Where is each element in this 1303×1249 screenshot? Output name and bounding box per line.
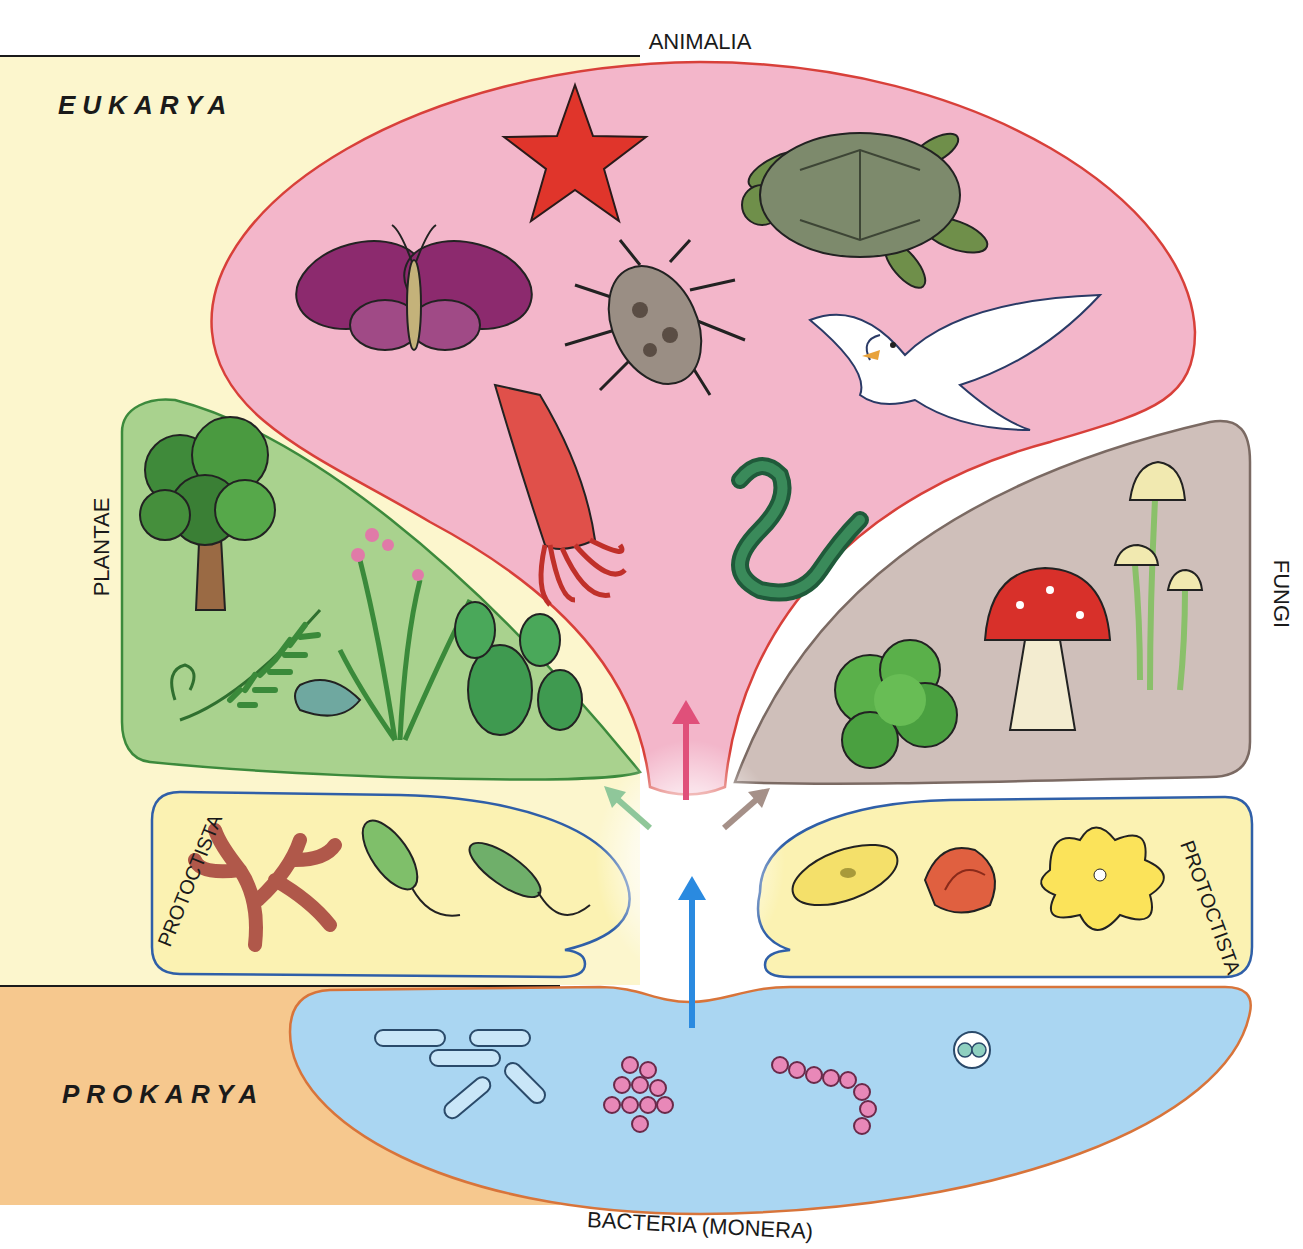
- tree: [140, 417, 275, 610]
- kingdom-label: ANIMALIA: [649, 29, 752, 55]
- label-holder: BACTERIA (MONERA): [586, 1207, 813, 1245]
- kingdom-lobe: FUNGI: [730, 414, 1255, 789]
- small-mushrooms: [1115, 462, 1202, 690]
- domain-label: PROKARYA: [62, 1079, 264, 1110]
- flagellate: [352, 812, 590, 916]
- diplococcus: [954, 1032, 990, 1068]
- squid: [495, 385, 625, 605]
- kingdom-lobe: BACTERIA (MONERA): [285, 985, 1260, 1220]
- evolution-arrows: [604, 700, 770, 1028]
- fern: [172, 610, 320, 720]
- cactus: [455, 602, 582, 735]
- label-holder: EUKARYA: [58, 90, 233, 121]
- lobe-outline: [285, 985, 1260, 1220]
- red-mushroom: [985, 568, 1110, 730]
- lobe-outline: [730, 414, 1255, 789]
- streptococcus-chain: [772, 1057, 876, 1134]
- cocci-cluster: [604, 1057, 673, 1132]
- label-holder: PROKARYA: [62, 1079, 264, 1110]
- snake: [740, 466, 860, 592]
- lobe-shape: [758, 797, 1252, 977]
- red-alga: [195, 830, 335, 945]
- kingdom-label: FUNGI: [1268, 560, 1294, 628]
- turtle: [742, 127, 992, 294]
- lobe-shape: [735, 421, 1250, 784]
- leaf: [295, 680, 360, 716]
- center-glow: [595, 740, 785, 980]
- lobe-shape: [152, 792, 630, 977]
- kingdom-lobe: PROTOCTISTA: [150, 790, 640, 980]
- gull: [810, 295, 1100, 430]
- kingdom-lobe: PLANTAE: [120, 394, 650, 792]
- lobe-shape: [290, 987, 1251, 1214]
- lobe-shape: [122, 399, 640, 779]
- paramecium: [785, 833, 905, 918]
- rod-bacteria: [375, 1030, 548, 1121]
- kingdom-lobe: PROTOCTISTA: [750, 795, 1255, 980]
- kingdom-label: PLANTAE: [89, 498, 115, 597]
- amoeba: [1041, 828, 1164, 931]
- kingdom-label: BACTERIA (MONERA): [586, 1207, 813, 1245]
- label-holder: FUNGI: [1268, 560, 1294, 628]
- prokarya-band: PROKARYABACTERIA (MONERA): [0, 985, 560, 1205]
- lichen: [835, 640, 957, 768]
- domain-label: EUKARYA: [58, 90, 233, 121]
- beetle: [565, 240, 745, 399]
- lobe-outline: [120, 394, 650, 792]
- label-holder: ANIMALIA: [649, 29, 752, 55]
- butterfly: [286, 225, 541, 350]
- label-holder: PLANTAE: [89, 498, 115, 597]
- foraminifera-shell: [925, 848, 995, 913]
- lobe-outline: [750, 795, 1255, 980]
- flowering-plant: [340, 528, 470, 740]
- starfish: [504, 85, 646, 221]
- eukarya-band: EUKARYAANIMALIAPLANTAEFUNGIPROTOCTISTAPR…: [0, 55, 640, 985]
